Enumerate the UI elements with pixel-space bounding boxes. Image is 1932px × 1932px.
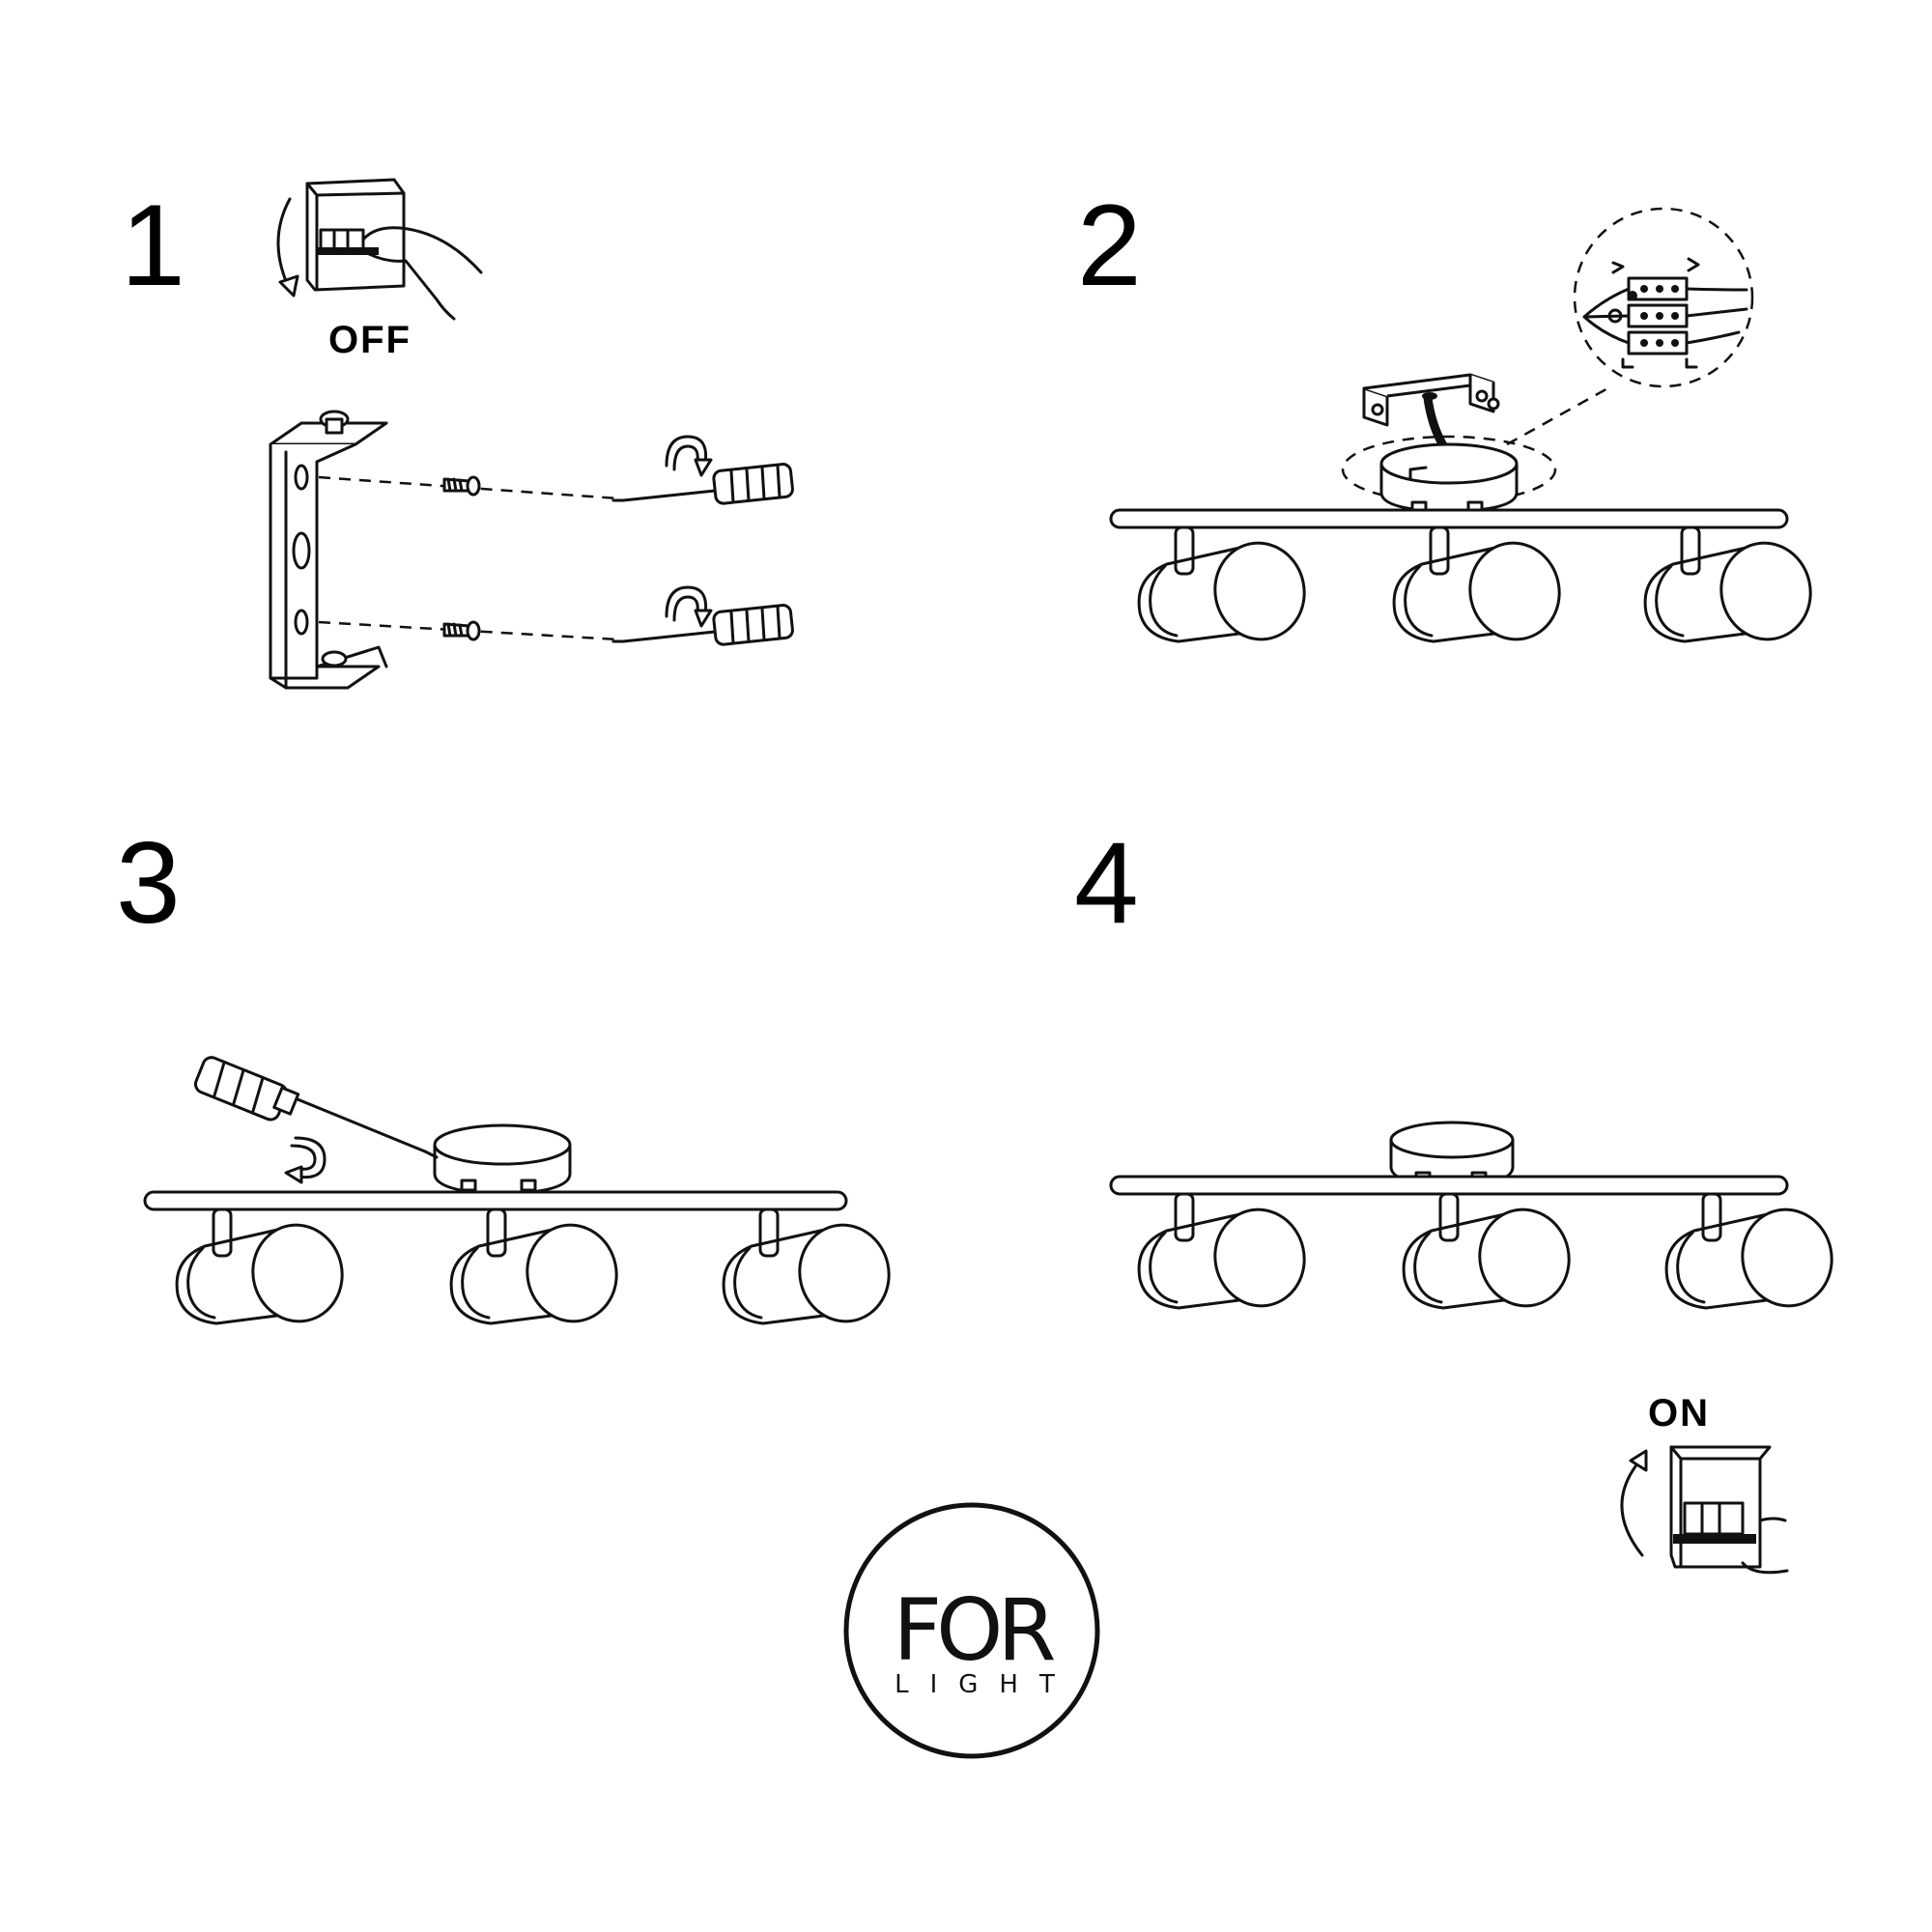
track-bar-icon [143,1190,848,1211]
rotate-down-arrow-icon [276,197,292,292]
ceiling-canopy-icon [1389,1121,1515,1188]
ceiling-bracket-icon [1362,373,1500,427]
spotlight-icon [1643,526,1821,649]
ceiling-canopy-icon [1379,442,1519,514]
spotlight-icon [1664,1192,1842,1316]
screwdriver-icon [193,1056,439,1159]
step-2-wiring [1109,207,1821,649]
step-4-number: 4 [1074,818,1139,948]
rotate-up-arrow-icon [1620,1461,1644,1557]
ceiling-canopy-icon [433,1123,572,1196]
wall-switch-icon [1669,1445,1772,1569]
rotate-arrow-icon [665,585,713,628]
step-4-finished: ON [1109,1121,1842,1575]
spotlight-icon [449,1208,627,1331]
spotlight-icon [1137,1192,1315,1316]
hand-icon [1741,1517,1789,1575]
spotlight-icon [1402,1192,1579,1316]
hand-icon [361,226,483,321]
step-3-fixing [143,1056,899,1331]
spotlight-icon [175,1208,353,1331]
detail-leader-line [1506,384,1612,446]
screw-icon [442,475,481,497]
wall-switch-icon [305,178,406,292]
step-3-number: 3 [116,818,181,948]
rotate-arrow-icon [284,1136,327,1184]
off-label: OFF [328,319,412,361]
track-bar-icon [1109,1175,1789,1196]
brand-logo-icon: FOR LIGHT [843,1502,1100,1759]
step-1-switch-off: OFF [276,178,483,361]
rotate-arrow-icon [665,435,713,477]
logo-main-text: FOR [893,1580,1054,1680]
track-bar-icon [1109,508,1789,529]
step-1-number: 1 [121,181,185,310]
screw-icon [442,620,481,641]
logo-sub-text: LIGHT [895,1670,1076,1699]
canopy-rotation-path [1341,435,1557,504]
spotlight-icon [1137,526,1315,649]
on-label: ON [1648,1392,1710,1435]
terminal-block-detail [1573,207,1754,388]
bracket-screw-top [319,410,350,435]
mounting-bracket-icon [269,410,388,690]
spotlight-icon [1392,526,1570,649]
terminal-block-icon [1607,276,1689,355]
bracket-screw-bottom [321,650,348,668]
step-2-number: 2 [1077,181,1142,310]
spotlight-icon [722,1208,899,1331]
